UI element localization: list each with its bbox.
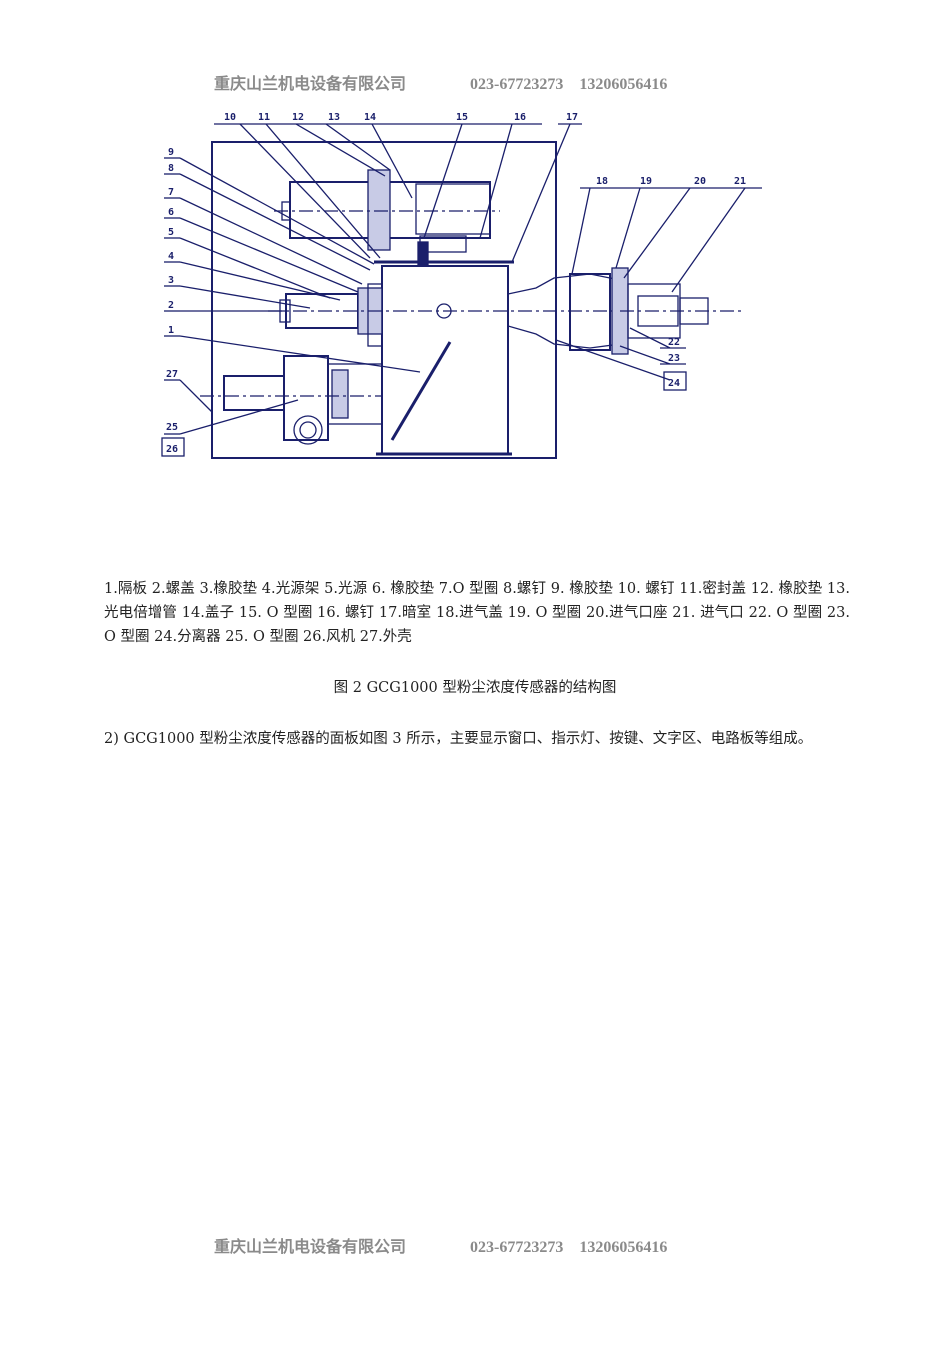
footer-phone-2: 13206056416: [579, 1239, 668, 1256]
page-footer: 重庆山兰机电设备有限公司 023-67723273 13206056416: [214, 1233, 734, 1257]
header-company: 重庆山兰机电设备有限公司: [214, 76, 407, 93]
callout-11: 11: [258, 112, 270, 123]
callout-5: 5: [168, 227, 174, 238]
callout-7: 7: [168, 187, 174, 198]
callout-18: 18: [596, 176, 608, 187]
header-phone-1: 023-67723273: [470, 76, 564, 93]
callout-24: 24: [668, 378, 680, 389]
callout-26: 26: [166, 444, 178, 455]
callout-21: 21: [734, 176, 746, 187]
callout-4: 4: [168, 251, 174, 262]
callout-25: 25: [166, 422, 178, 433]
structure-drawing: 10 11 12 13 14 15 16 17 18 19 20 21 9 8 …: [161, 112, 762, 459]
callout-9: 9: [168, 147, 174, 158]
callout-13: 13: [328, 112, 340, 123]
callout-16: 16: [514, 112, 526, 123]
callout-22: 22: [668, 337, 680, 348]
callout-17: 17: [566, 112, 578, 123]
callout-6: 6: [168, 207, 174, 218]
page-header: 重庆山兰机电设备有限公司 023-67723273 13206056416: [214, 70, 734, 94]
callout-1: 1: [168, 325, 174, 336]
footer-company: 重庆山兰机电设备有限公司: [214, 1239, 407, 1256]
footer-phone-1: 023-67723273: [470, 1239, 564, 1256]
figure-caption: 图 2 GCG1000 型粉尘浓度传感器的结构图: [333, 680, 617, 696]
callout-8: 8: [168, 163, 174, 174]
callout-14: 14: [364, 112, 376, 123]
body-paragraph: 2) GCG1000 型粉尘浓度传感器的面板如图 3 所示，主要显示窗口、指示灯…: [104, 731, 813, 747]
callout-3: 3: [168, 275, 174, 286]
callout-19: 19: [640, 176, 652, 187]
callout-23: 23: [668, 353, 680, 364]
callout-27: 27: [166, 369, 178, 380]
callout-12: 12: [292, 112, 304, 123]
header-phone-2: 13206056416: [579, 76, 668, 93]
callout-2: 2: [168, 300, 174, 311]
callout-15: 15: [456, 112, 468, 123]
parts-legend: 1.隔板 2.螺盖 3.橡胶垫 4.光源架 5.光源 6. 橡胶垫 7.O 型圈…: [104, 581, 850, 645]
callout-20: 20: [694, 176, 706, 187]
callout-10: 10: [224, 112, 236, 123]
